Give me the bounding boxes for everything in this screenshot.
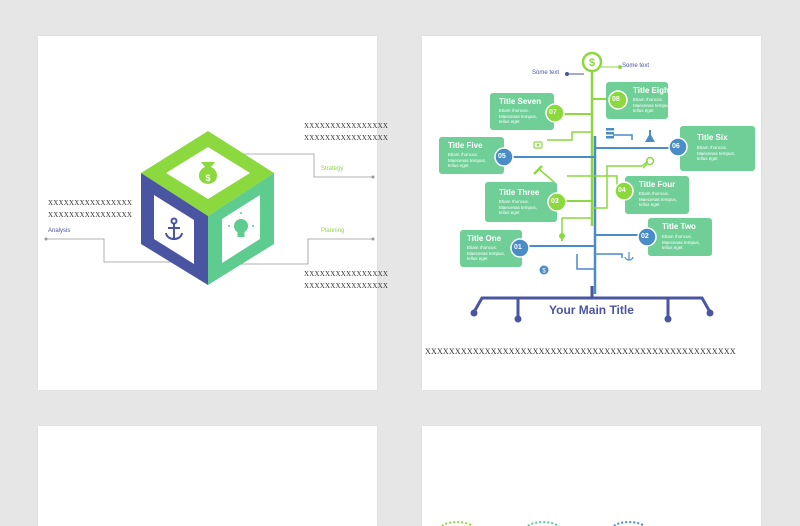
bubble-title-seven [490,93,554,130]
svg-text:$: $ [205,173,210,183]
some-text-right: Some text [622,63,650,69]
anchor-icon [624,252,634,261]
svg-text:$: $ [589,57,595,69]
bubble-title-five [439,137,504,174]
coins-icon [606,128,614,139]
analysis-label: Analysis [48,228,71,234]
planning-connector [233,238,373,265]
pencil-icon [533,165,543,175]
body-text: Etiam rhoncus. Maecenas tempus, tellus e… [633,97,672,113]
title-six: Title Six [697,133,728,142]
money-hand-icon [533,141,543,149]
body-text: Etiam rhoncus. Maecenas tempus, tellus e… [499,108,538,124]
body-text: Etiam rhoncus. Maecenas tempus, tellus e… [662,234,701,250]
placeholder-text: XXXXXXXXXXXXXXXX [304,282,389,290]
number-01: 01 [514,244,522,251]
placeholder-text: XXXXXXXXXXXXXXXX [48,199,133,207]
number-badge-06 [668,137,688,157]
title-seven: Title Seven [499,97,542,106]
number-badge-03 [547,192,567,212]
number-02: 02 [641,233,649,240]
tree-infographic-card: $ [422,36,761,390]
number-badge-05 [494,147,514,167]
strategy-label: Strategy [321,166,344,172]
lightbulb-icon [559,233,565,241]
bubble-title-six [680,126,755,171]
number-badge-04 [614,181,634,201]
body-text: Etiam rhoncus. Maecenas tempus, tellus e… [467,245,506,261]
svg-text:$: $ [542,269,546,275]
arc-blue [613,521,645,526]
money-bag-icon: $ [539,265,549,275]
number-badge-01 [510,238,530,258]
arc-lime [441,521,473,526]
number-05: 05 [498,153,506,160]
arc-teal [527,521,559,526]
analysis-connector [46,238,188,263]
body-text: Etiam rhoncus. Maecenas tempus, tellus e… [499,199,538,215]
infographic-card-3 [38,426,377,526]
number-badge-08 [608,90,628,110]
dollar-icon [581,51,603,73]
cube-infographic-card: $ XXXXXXXXXXXXXXXX XXXXXXXXXXXXXXXX Stra… [38,36,388,390]
placeholder-text: XXXXXXXXXXXXXXXX [48,211,133,219]
magnifier-icon [642,156,655,169]
placeholder-text: XXXXXXXXXXXXXXXX [304,270,389,278]
title-one: Title One [467,234,502,243]
number-badge-07 [545,103,565,123]
cube-diagram: $ [44,131,375,285]
main-title: Your Main Title [549,303,634,317]
body-text: Etiam rhoncus. Maecenas tempus, tellus e… [697,145,736,161]
title-four: Title Four [639,180,676,189]
number-badge-02 [637,227,657,247]
title-two: Title Two [662,222,696,231]
bubble-title-four [625,176,689,214]
bubble-title-one [460,230,522,267]
some-text-left: Some text [532,70,560,76]
anchor-icon [165,217,183,240]
infographic-card-4 [422,426,761,526]
caption-placeholder: XXXXXXXXXXXXXXXXXXXXXXXXXXXXXXXXXXXXXXXX… [425,347,736,356]
strategy-connector [233,153,373,178]
number-08: 08 [612,96,620,103]
body-text: Etiam rhoncus. Maecenas tempus, tellus e… [639,191,678,207]
planning-label: Planning [321,228,345,234]
title-five: Title Five [448,141,483,150]
tree-diagram: $ [439,51,755,323]
arc-previews [441,521,645,526]
number-03: 03 [551,198,559,205]
lightbulb-icon [228,212,254,237]
title-three: Title Three [499,188,540,197]
flask-icon [645,130,655,142]
number-04: 04 [618,187,626,194]
number-07: 07 [549,109,557,116]
body-text: Etiam rhoncus. Maecenas tempus, tellus e… [448,152,487,168]
bubble-title-three [485,182,557,222]
bubble-title-two [648,218,712,256]
placeholder-text: XXXXXXXXXXXXXXXX [304,134,389,142]
title-eight: Title Eight [633,86,672,95]
money-bag-icon: $ [198,162,218,184]
placeholder-text: XXXXXXXXXXXXXXXX [304,122,389,130]
number-06: 06 [672,143,680,150]
